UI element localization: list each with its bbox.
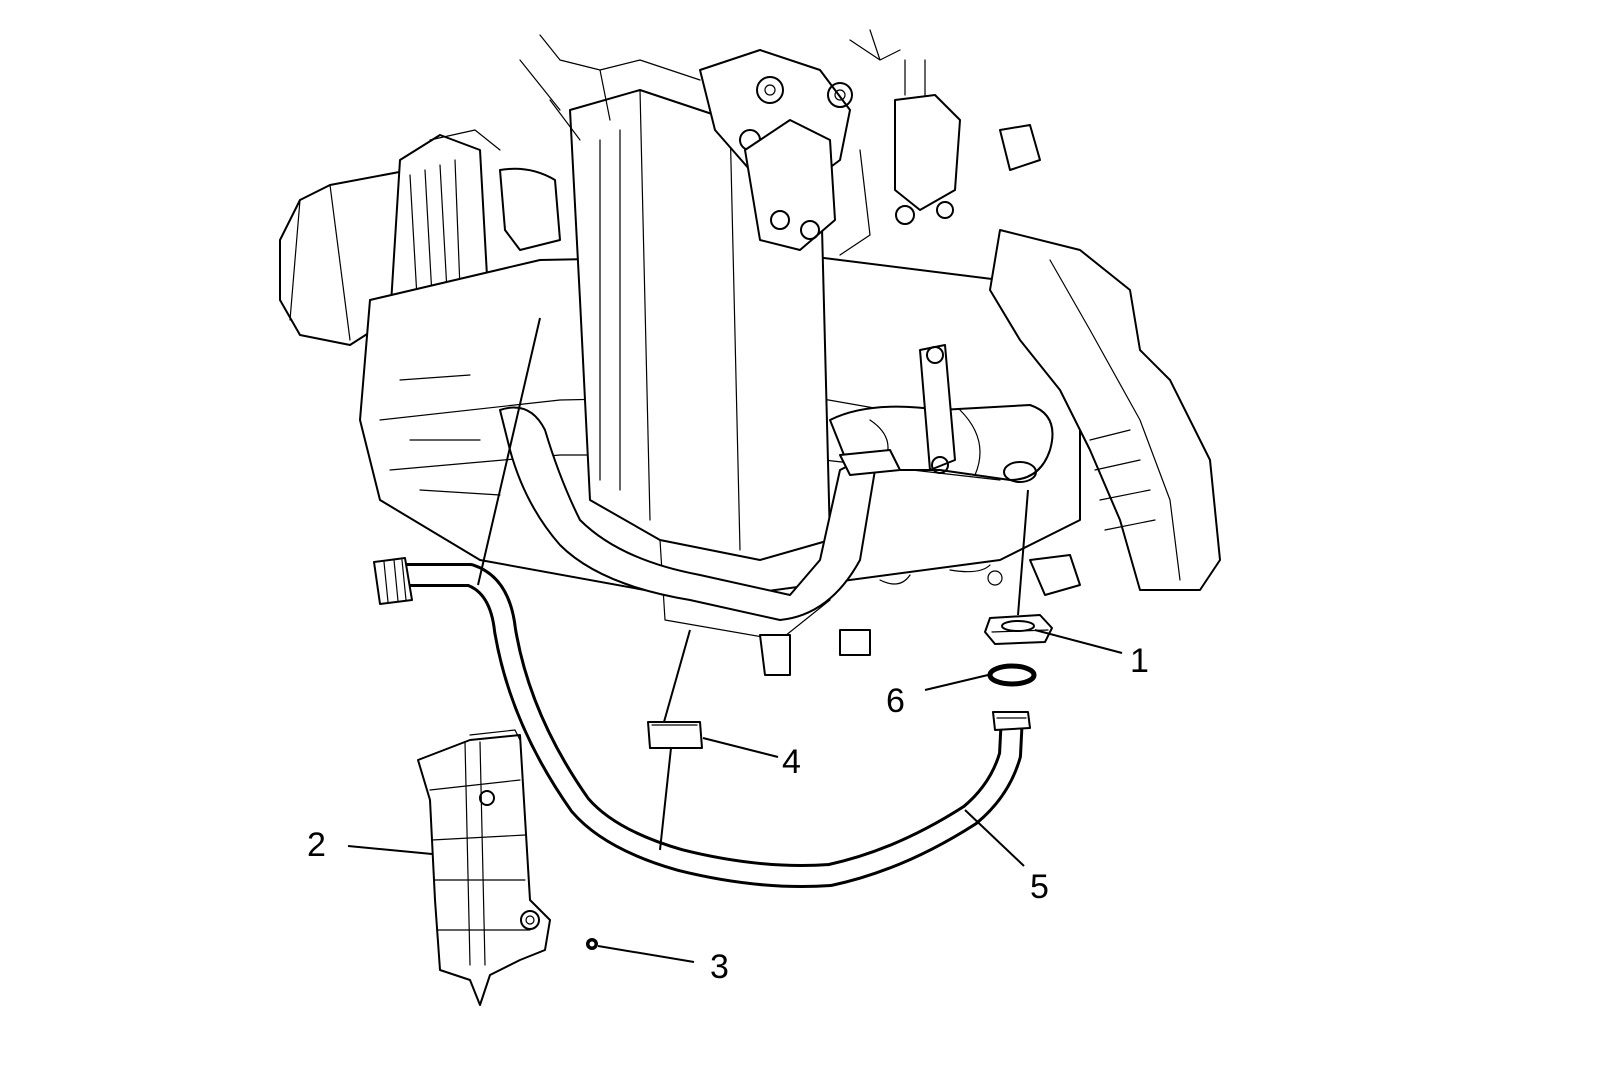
callout-2: 2 xyxy=(307,826,326,864)
callout-6: 6 xyxy=(886,682,905,720)
drain-outlet-grommet xyxy=(984,614,1053,645)
hvac-module-assembly xyxy=(279,29,1221,676)
o-ring-seal xyxy=(987,663,1037,687)
callout-3: 3 xyxy=(710,948,729,986)
retaining-nut xyxy=(586,938,598,950)
leader-4-up xyxy=(663,629,691,723)
leader-lines xyxy=(347,317,1123,963)
leader-1-up xyxy=(1017,489,1029,616)
leader-4-down xyxy=(659,747,672,851)
hose-bracket-cover xyxy=(417,729,551,1006)
foam-pad xyxy=(647,721,703,749)
callout-1: 1 xyxy=(1130,642,1149,680)
callout-5: 5 xyxy=(1030,868,1049,906)
leader-6 xyxy=(924,674,989,691)
drain-hose xyxy=(373,557,1031,888)
leader-2 xyxy=(347,845,433,855)
leader-1 xyxy=(1034,629,1123,654)
leader-3 xyxy=(597,945,695,963)
leader-4 xyxy=(702,737,779,758)
leader-left-up xyxy=(477,317,541,586)
leader-5 xyxy=(964,809,1025,867)
callout-4: 4 xyxy=(782,743,801,781)
callout-labels: 1 6 4 2 5 3 xyxy=(307,642,1149,986)
